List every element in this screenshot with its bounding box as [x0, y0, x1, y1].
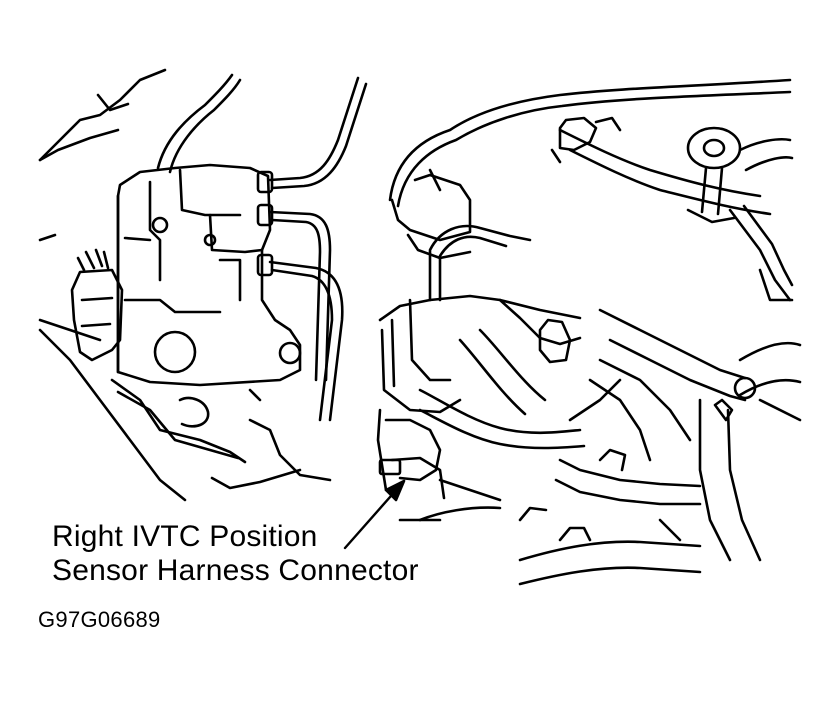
figure-id: G97G06689	[38, 607, 161, 632]
callout-leader-arrow	[343, 479, 406, 550]
callout-label: Right IVTC Position Sensor Harness Conne…	[52, 520, 419, 588]
central-hoses	[418, 328, 702, 506]
intake-manifold	[378, 224, 757, 422]
ivtc-sensor-connector	[376, 408, 502, 522]
callout-label-line-2: Sensor Harness Connector	[52, 554, 419, 587]
abs-actuator	[116, 163, 302, 387]
radiator-hose	[550, 116, 772, 216]
upper-left-bodywork	[38, 68, 167, 242]
callout-label-line-1: Right IVTC Position	[52, 520, 318, 553]
lower-right-assembly	[418, 448, 702, 586]
left-harness-plug	[70, 248, 124, 362]
upper-right-hoses	[388, 78, 792, 260]
lower-left-frame	[38, 318, 332, 502]
callout-leader-line	[343, 486, 400, 550]
right-hoses	[698, 138, 802, 562]
callout-arrowhead	[384, 479, 406, 502]
brake-lines	[156, 73, 368, 422]
oil-dipstick	[686, 126, 742, 224]
